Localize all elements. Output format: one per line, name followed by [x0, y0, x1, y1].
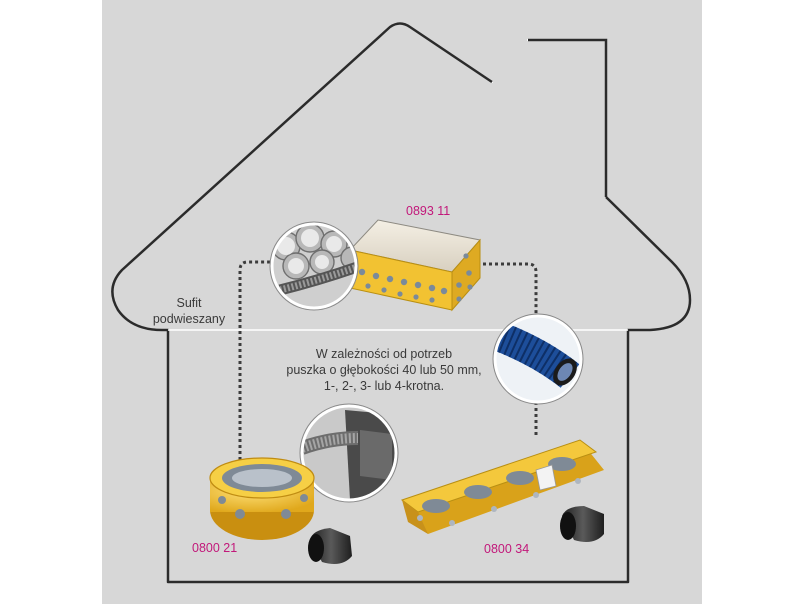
chimney-line: [528, 38, 608, 197]
cable-routes: [238, 260, 538, 466]
description-line-2: puszka o głębokości 40 lub 50 mm,: [286, 363, 482, 377]
flush-box-quad-icon: [400, 439, 604, 534]
background-panel: [102, 0, 702, 604]
label-quad-box-code: 0800 34: [484, 542, 530, 556]
label-junction-box-code: 0893 11: [406, 204, 451, 218]
cable-plug-icon: [308, 506, 604, 564]
label-ceiling-line-2: podwieszany: [152, 312, 226, 326]
box-detail-magnifier-icon: [299, 403, 399, 503]
description-line-1: W zależności od potrzeb: [315, 347, 453, 361]
roof-line: [111, 22, 692, 584]
label-ceiling-line-1: Sufit: [176, 296, 202, 310]
label-single-box-code: 0800 21: [192, 541, 238, 555]
label-ceiling: Sufit podwieszany: [146, 295, 232, 327]
corrugated-conduit-icon: [492, 313, 584, 405]
junction-box-icon: [349, 219, 481, 312]
magnifier-circle-icon: [269, 221, 359, 311]
description-line-3: 1-, 2-, 3- lub 4-krotna.: [323, 379, 445, 393]
description-text: W zależności od potrzeb puszka o głęboko…: [266, 346, 502, 394]
flush-box-single-icon: [209, 457, 315, 540]
